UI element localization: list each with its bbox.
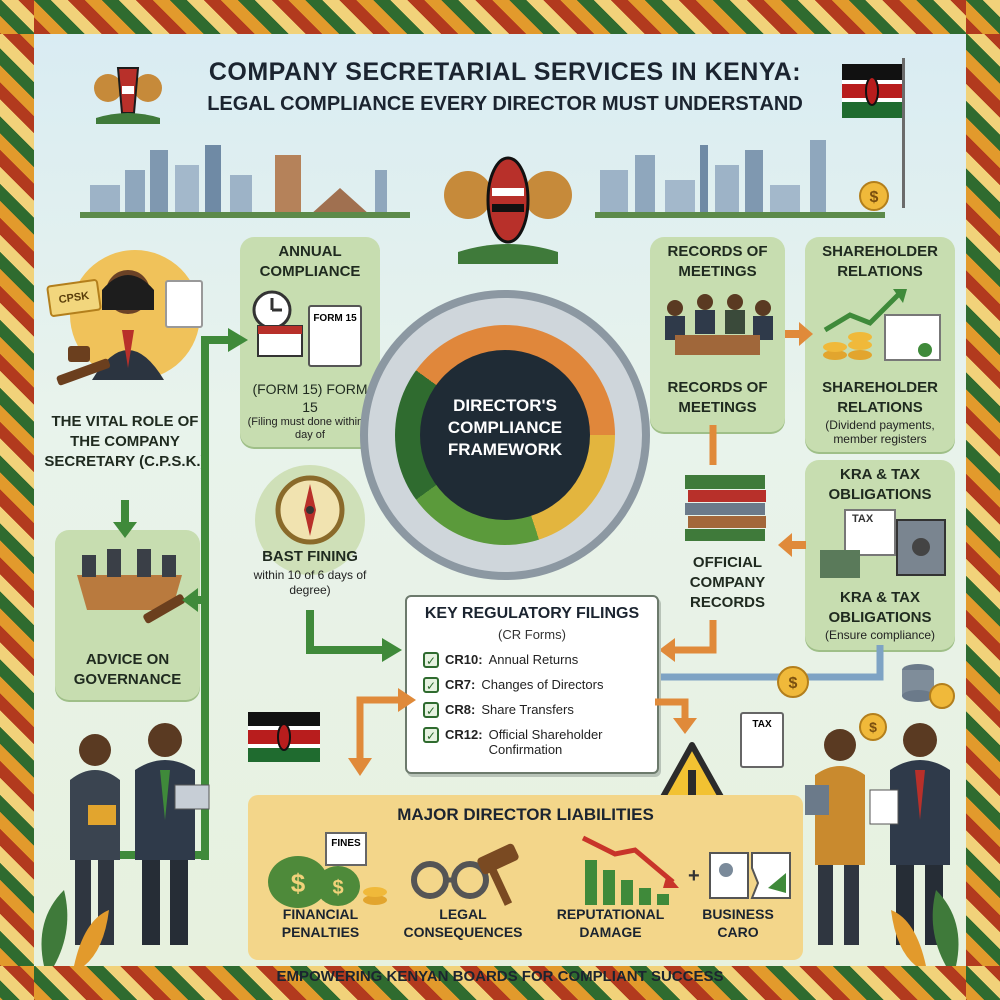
checkbox-icon: ✓	[423, 677, 439, 693]
filings-subtitle: (CR Forms)	[498, 627, 566, 642]
filing-code: CR12:	[445, 727, 483, 742]
title-line-2: LEGAL COMPLIANCE EVERY DIRECTOR MUST UND…	[207, 93, 803, 115]
meeting-icon	[665, 294, 773, 355]
filing-text: Changes of Directors	[481, 677, 604, 692]
filing-item-cr10: ✓ CR10: Annual Returns	[423, 652, 578, 668]
money-bag-icon: $ $	[268, 856, 387, 908]
svg-text:$: $	[291, 868, 306, 898]
framework-label: DIRECTOR'S COMPLIANCE FRAMEWORK	[447, 396, 563, 459]
tax-document-bottom: TAX	[740, 712, 784, 768]
form-15-document: FORM 15	[308, 305, 362, 367]
page-title: COMPANY SECRETARIAL SERVICES IN KENYA: L…	[180, 58, 830, 116]
leaves-right-icon	[891, 890, 959, 966]
fines-doc-label: FINES	[331, 838, 361, 849]
coin-icon: $	[859, 181, 889, 211]
shareholder-label: SHAREHOLDER RELATIONS	[822, 379, 938, 416]
filing-code: CR8:	[445, 702, 476, 717]
tax-label: KRA & TAX OBLIGATIONS	[828, 589, 932, 626]
orange-arrow-liabilities	[655, 698, 697, 734]
records-label: OFFICIAL COMPANY RECORDS	[689, 554, 766, 611]
annual-compliance-title: ANNUAL COMPLIANCE	[259, 243, 361, 280]
torn-business-card-icon	[709, 852, 791, 899]
plus-sign: +	[688, 865, 700, 887]
database-coin-icon	[902, 664, 955, 709]
filing-item-cr8: ✓ CR8: Share Transfers	[423, 702, 574, 718]
certificate-icon	[165, 280, 203, 328]
filing-item-cr12: ✓ CR12: Official Shareholder Confirmatio…	[423, 727, 643, 757]
compass-icon	[275, 475, 345, 545]
regulatory-filings-card: KEY REGULATORY FILINGS (CR Forms) ✓ CR10…	[405, 595, 659, 774]
company-secretary-icon	[56, 270, 164, 386]
secretary-label: THE VITAL ROLE OF THE COMPANY SECRETARY …	[44, 413, 206, 470]
tax-doc-bottom-label: TAX	[752, 719, 772, 730]
svg-text:$: $	[869, 719, 877, 735]
book-stack-icon	[685, 475, 766, 541]
filing-code: CR10:	[445, 652, 483, 667]
meetings-label: RECORDS OF MEETINGS	[667, 379, 768, 416]
nairobi-skyline-left	[80, 145, 410, 218]
fines-document: FINES	[325, 832, 367, 866]
coat-of-arms-icon	[94, 67, 162, 124]
shareholder-title: SHAREHOLDER RELATIONS	[822, 243, 938, 280]
footer-tagline: EMPOWERING KENYAN BOARDS FOR COMPLIANT S…	[276, 968, 724, 985]
filing-time-title: BAST FINING	[262, 548, 358, 565]
svg-text:$: $	[789, 675, 798, 692]
orange-arrows-filings	[348, 688, 416, 776]
svg-text:$: $	[332, 877, 343, 899]
leaves-left-icon	[41, 890, 109, 966]
handcuffs-gavel-icon	[411, 843, 519, 906]
liability-business-caro: BUSINESS CARO	[702, 906, 774, 940]
meetings-title: RECORDS OF MEETINGS	[667, 243, 768, 280]
framework-core	[420, 350, 590, 520]
filings-title: KEY REGULATORY FILINGS	[424, 605, 640, 622]
dividend-growth-icon	[823, 289, 941, 361]
nairobi-skyline-right	[595, 140, 885, 218]
shareholder-note: (Dividend payments, member registers	[825, 418, 935, 446]
title-line-1: COMPANY SECRETARIAL SERVICES IN KENYA:	[208, 58, 802, 86]
tax-doc-label: TAX	[852, 513, 874, 525]
boardroom-gavel-icon	[77, 549, 186, 624]
filing-item-cr7: ✓ CR7: Changes of Directors	[423, 677, 603, 693]
blue-connector	[655, 645, 884, 681]
liability-legal-consequences: LEGAL CONSEQUENCES	[403, 906, 523, 940]
liability-reputational-damage: REPUTATIONAL DAMAGE	[556, 906, 665, 940]
filing-text: Share Transfers	[481, 702, 574, 717]
filing-text: Official Shareholder Confirmation	[488, 727, 603, 757]
form-15-doc-label: FORM 15	[313, 313, 357, 324]
central-coat-of-arms-icon	[444, 156, 572, 264]
kenya-flag-small-icon	[248, 712, 320, 762]
checkbox-icon: ✓	[423, 702, 439, 718]
liabilities-panel: MAJOR DIRECTOR LIABILITIES FINANCIAL PEN…	[248, 795, 803, 960]
chart-down-icon	[581, 835, 679, 905]
orange-arrow-records	[659, 425, 717, 662]
checkbox-icon: ✓	[423, 727, 439, 743]
filing-text: Annual Returns	[488, 652, 579, 667]
orange-arrow-left	[778, 533, 806, 557]
filing-time-note: within 10 of 6 days of degree)	[253, 568, 367, 597]
liabilities-title: MAJOR DIRECTOR LIABILITIES	[397, 805, 654, 824]
directors-left-icon	[70, 723, 210, 945]
liability-financial-penalties: FINANCIAL PENALTIES	[281, 906, 360, 940]
tax-title: KRA & TAX OBLIGATIONS	[828, 466, 932, 503]
safe-icon	[820, 509, 946, 578]
checkbox-icon: ✓	[423, 652, 439, 668]
kenya-flag-icon	[842, 58, 905, 208]
governance-label: ADVICE ON GOVERNANCE	[73, 651, 182, 688]
filing-code: CR7:	[445, 677, 476, 692]
calendar-icon	[252, 290, 303, 357]
svg-text:$: $	[870, 189, 879, 206]
annual-note: (Filing must done within 3 day of	[247, 416, 373, 441]
orange-arrow-right	[785, 322, 813, 346]
coin-icon-small: $	[859, 713, 887, 741]
tax-note: (Ensure compliance)	[824, 628, 936, 642]
coin-icon-middle: $	[777, 666, 809, 698]
annual-form-label: (FORM 15) FORM 15	[252, 381, 368, 415]
